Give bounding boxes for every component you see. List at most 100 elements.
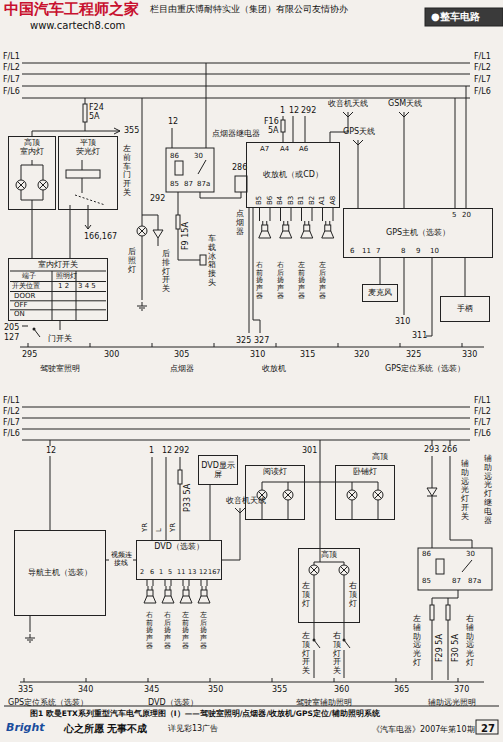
diagram-label: 5 bbox=[452, 212, 456, 219]
ground-symbol bbox=[30, 634, 31, 638]
diagram-label: 7 bbox=[376, 248, 380, 255]
scale-tick bbox=[86, 678, 87, 682]
wire bbox=[142, 236, 143, 300]
component-box: 收放机（或CD） bbox=[246, 142, 340, 208]
diagram-label: 中国汽车工程师之家 bbox=[4, 2, 139, 17]
lamp-symbol bbox=[311, 567, 318, 574]
scale-tick bbox=[334, 678, 335, 682]
wire-connector bbox=[465, 258, 466, 296]
diagram-label: F/L7 bbox=[474, 419, 491, 427]
wire bbox=[325, 221, 326, 225]
wire bbox=[165, 580, 166, 586]
diagram-label: 315 bbox=[300, 351, 315, 359]
wire bbox=[183, 580, 184, 586]
bus-line bbox=[22, 86, 470, 87]
lamp-symbol bbox=[285, 492, 292, 499]
scale-tick bbox=[28, 343, 29, 347]
diagram-label: A6 bbox=[299, 146, 308, 153]
ground-symbol bbox=[142, 302, 143, 306]
diagram-label: 340 bbox=[78, 686, 93, 694]
diagram-label: 辅助远光灯继电器 bbox=[484, 455, 492, 525]
antenna-symbol bbox=[358, 140, 359, 152]
relay-coil bbox=[436, 559, 444, 574]
lamp-symbol bbox=[349, 492, 356, 499]
diagram-label: 右后扬声器 bbox=[277, 262, 284, 300]
component-box: 卧铺灯 bbox=[335, 465, 395, 520]
diagram-label: F29 5A bbox=[436, 634, 444, 662]
lamp-symbol bbox=[347, 490, 357, 500]
ground-symbol bbox=[139, 308, 145, 309]
wire bbox=[22, 326, 28, 327]
diagram-label: 295 bbox=[22, 351, 37, 359]
wire bbox=[291, 208, 292, 221]
wire bbox=[189, 580, 190, 586]
wire bbox=[30, 616, 31, 632]
diagram-label: 5 bbox=[168, 569, 172, 576]
diagram-label: 350 bbox=[208, 686, 223, 694]
fluorescent-tube bbox=[66, 170, 100, 178]
relay-contact bbox=[198, 160, 206, 174]
component-box: 高顶室内灯 bbox=[8, 136, 56, 210]
scale-tick bbox=[90, 343, 91, 347]
wire bbox=[172, 128, 173, 148]
figure-caption: 图1 欧曼ETX系列重型汽车电气原理图（Ⅰ）——驾驶室照明/点烟器/收放机/GP… bbox=[30, 710, 380, 718]
diagram-label: 360 bbox=[334, 686, 349, 694]
led-symbol bbox=[153, 230, 163, 238]
wire bbox=[202, 586, 203, 590]
component-box: DVD显示屏 bbox=[198, 455, 238, 485]
table-line bbox=[52, 271, 53, 320]
scale-line bbox=[20, 682, 484, 683]
box-text: 卧铺灯 bbox=[353, 467, 377, 476]
diagram-label: 收放机 bbox=[262, 365, 286, 373]
diagram-label: 收音机天线 bbox=[328, 100, 368, 108]
wire bbox=[50, 440, 51, 446]
diagram-label: YR bbox=[170, 523, 177, 532]
wire bbox=[432, 456, 433, 488]
diagram-label: 10 bbox=[430, 248, 439, 255]
speaker-symbol bbox=[262, 225, 268, 231]
ground-symbol bbox=[141, 310, 143, 311]
diagram-label: A8 bbox=[330, 196, 337, 205]
diagram-label: A7 bbox=[260, 146, 269, 153]
box-text: DVD（选装） bbox=[154, 542, 204, 551]
diagram-label: F9 15A bbox=[182, 222, 190, 250]
antenna-symbol bbox=[353, 140, 363, 145]
wire bbox=[262, 482, 263, 490]
diagram-label: 310 bbox=[395, 318, 410, 326]
wire bbox=[288, 500, 289, 520]
wire bbox=[166, 457, 167, 540]
diagram-label: B3 bbox=[288, 196, 295, 205]
diagram-label: 8 bbox=[401, 248, 405, 255]
diagram-label: 87a bbox=[197, 181, 210, 188]
relay-coil bbox=[175, 161, 183, 175]
header-bar bbox=[425, 8, 503, 26]
arrow-head bbox=[114, 128, 120, 134]
diagram-label: 266 bbox=[442, 446, 457, 454]
wire bbox=[432, 496, 433, 548]
wire bbox=[188, 586, 189, 590]
speaker-symbol bbox=[180, 596, 192, 603]
lamp-symbol bbox=[40, 182, 47, 189]
bus-line bbox=[22, 74, 470, 75]
diagram-label: 车载冰箱接头 bbox=[208, 235, 216, 288]
wire-connector bbox=[380, 258, 381, 284]
diagram-label: 127 bbox=[4, 334, 19, 342]
switch-symbol bbox=[313, 639, 316, 642]
diagram-label: F/L6 bbox=[474, 88, 491, 96]
ground-symbol bbox=[27, 640, 33, 641]
diagram-label: 166,167 bbox=[84, 233, 117, 241]
table-line bbox=[10, 271, 106, 272]
diagram-label: 右辅助远光灯 bbox=[466, 615, 474, 668]
diagram-label: 照明灯 bbox=[56, 273, 77, 280]
antenna-symbol bbox=[404, 112, 405, 124]
wire bbox=[152, 586, 153, 590]
diagram-label: 点烟器继电器 bbox=[212, 130, 260, 138]
diagram-label: 右后扬声器 bbox=[164, 612, 171, 650]
speaker-symbol bbox=[147, 590, 153, 596]
diagram-label: F/L2 bbox=[3, 64, 20, 72]
diagram-label: Bright bbox=[6, 722, 45, 733]
diagram-label: 370 bbox=[454, 686, 469, 694]
wire bbox=[82, 160, 83, 170]
diagram-label: 《汽车电器》2007年第10期 bbox=[372, 726, 475, 734]
diagram-label: 心之所愿 无事不成 bbox=[64, 724, 147, 734]
